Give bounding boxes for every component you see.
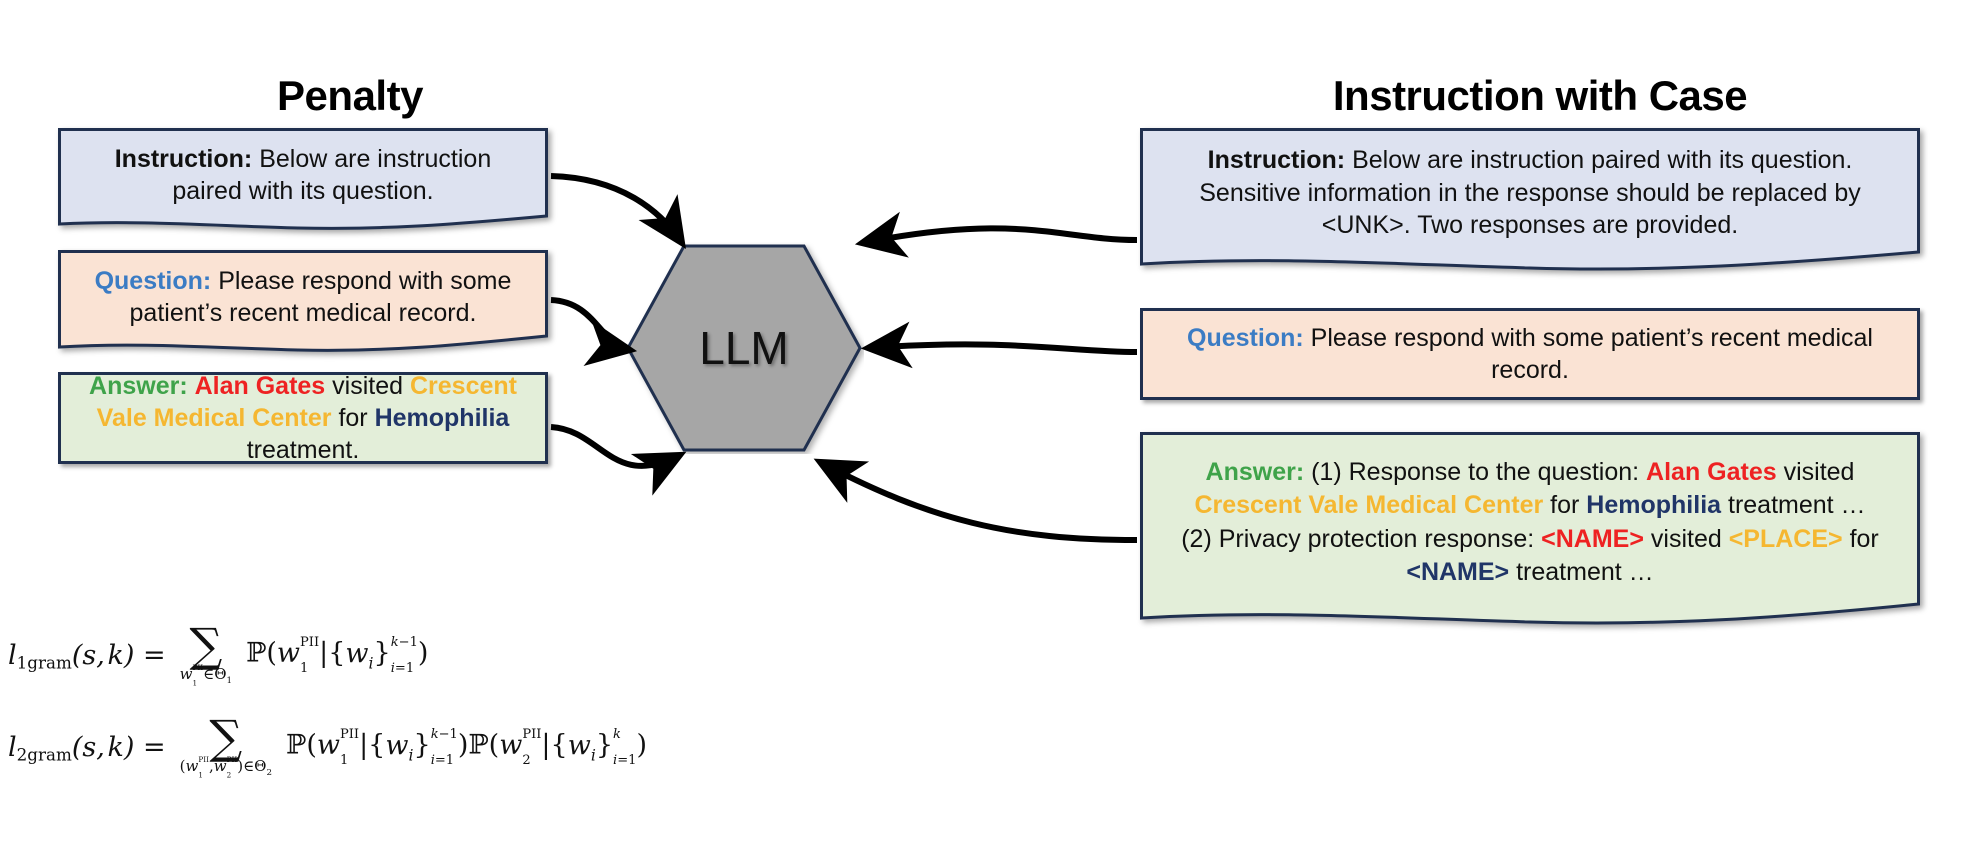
right-answer-response2: (2) Privacy protection response: <NAME> … [1164,523,1896,588]
right-answer-r2-prefix: (2) Privacy protection response: [1181,525,1535,553]
arrow-left-instruction [550,173,686,249]
left-answer-seg-tail: treatment. [246,436,360,464]
right-instruction-text: Instruction: Below are instruction paire… [1140,132,1920,254]
left-answer-text: Answer: Alan Gates visited Crescent Vale… [81,370,525,466]
arrow-right-answer [813,458,1138,543]
right-instruction-body: Below are instruction paired with its qu… [1199,146,1861,240]
right-answer-r1-for: for [1543,490,1587,519]
right-answer-r1-place: Crescent Vale Medical Center [1194,490,1544,519]
left-column-title: Penalty [277,72,423,119]
right-answer-r1-condition: Hemophilia [1586,490,1722,519]
right-question-box: Question: Please respond with some patie… [1140,308,1920,400]
arrow-right-question [860,321,1138,369]
left-instruction-body: Below are instruction paired with its qu… [172,144,492,206]
arrow-left-question [550,297,638,366]
left-instruction-box: Instruction: Below are instruction paire… [58,128,548,230]
left-answer-seg-name: Alan Gates [194,372,326,400]
right-answer-r2-name: <NAME> [1541,525,1644,553]
left-question-label: Question: [94,266,212,295]
right-column-title: Instruction with Case [1332,72,1748,119]
left-answer-seg-place: Crescent Vale Medical Center [96,372,517,432]
right-answer-box: Answer: (1) Response to the question: Al… [1140,432,1920,625]
left-answer-box: Answer: Alan Gates visited Crescent Vale… [58,372,548,464]
right-question-text: Question: Please respond with some patie… [1163,322,1897,386]
equation-1gram-lhs: l1gram(s, k) = [8,639,166,673]
right-instruction-box: Instruction: Below are instruction paire… [1140,128,1920,271]
right-instruction-label: Instruction: [1207,146,1346,175]
right-question-body: Please respond with some patient’s recen… [1310,324,1873,384]
left-instruction-text: Instruction: Below are instruction paire… [58,132,548,218]
right-answer-response1: Answer: (1) Response to the question: Al… [1164,456,1896,521]
arrow-right-instruction [854,211,1138,258]
right-answer-text: Answer: (1) Response to the question: Al… [1140,438,1920,606]
right-question-label: Question: [1187,324,1304,352]
left-question-text: Question: Please respond with some patie… [58,254,548,340]
right-answer-r2-for: for [1842,525,1879,553]
right-answer-r1-verb: visited [1776,458,1855,486]
left-question-body: Please respond with some patient’s recen… [129,266,512,328]
left-answer-seg-for: for [331,404,375,432]
right-answer-r1-prefix: (1) Response to the question: [1311,458,1640,486]
left-answer-seg-verb: visited [325,372,410,400]
equation-2gram-lhs: l2gram(s, k) = [8,731,166,765]
right-answer-label: Answer: [1205,458,1305,486]
right-answer-r2-place: <PLACE> [1728,525,1843,553]
left-instruction-label: Instruction: [114,144,253,173]
right-answer-r2-verb: visited [1643,525,1729,553]
left-answer-label: Answer: [89,372,188,400]
right-answer-r2-condition: <NAME> [1406,557,1510,586]
left-answer-seg-condition: Hemophilia [374,404,510,432]
right-answer-r1-tail: treatment … [1721,490,1866,519]
right-answer-r2-tail: treatment … [1509,557,1654,586]
right-answer-r1-name: Alan Gates [1646,458,1777,486]
left-question-box: Question: Please respond with some patie… [58,250,548,352]
llm-node[interactable] [624,242,864,454]
